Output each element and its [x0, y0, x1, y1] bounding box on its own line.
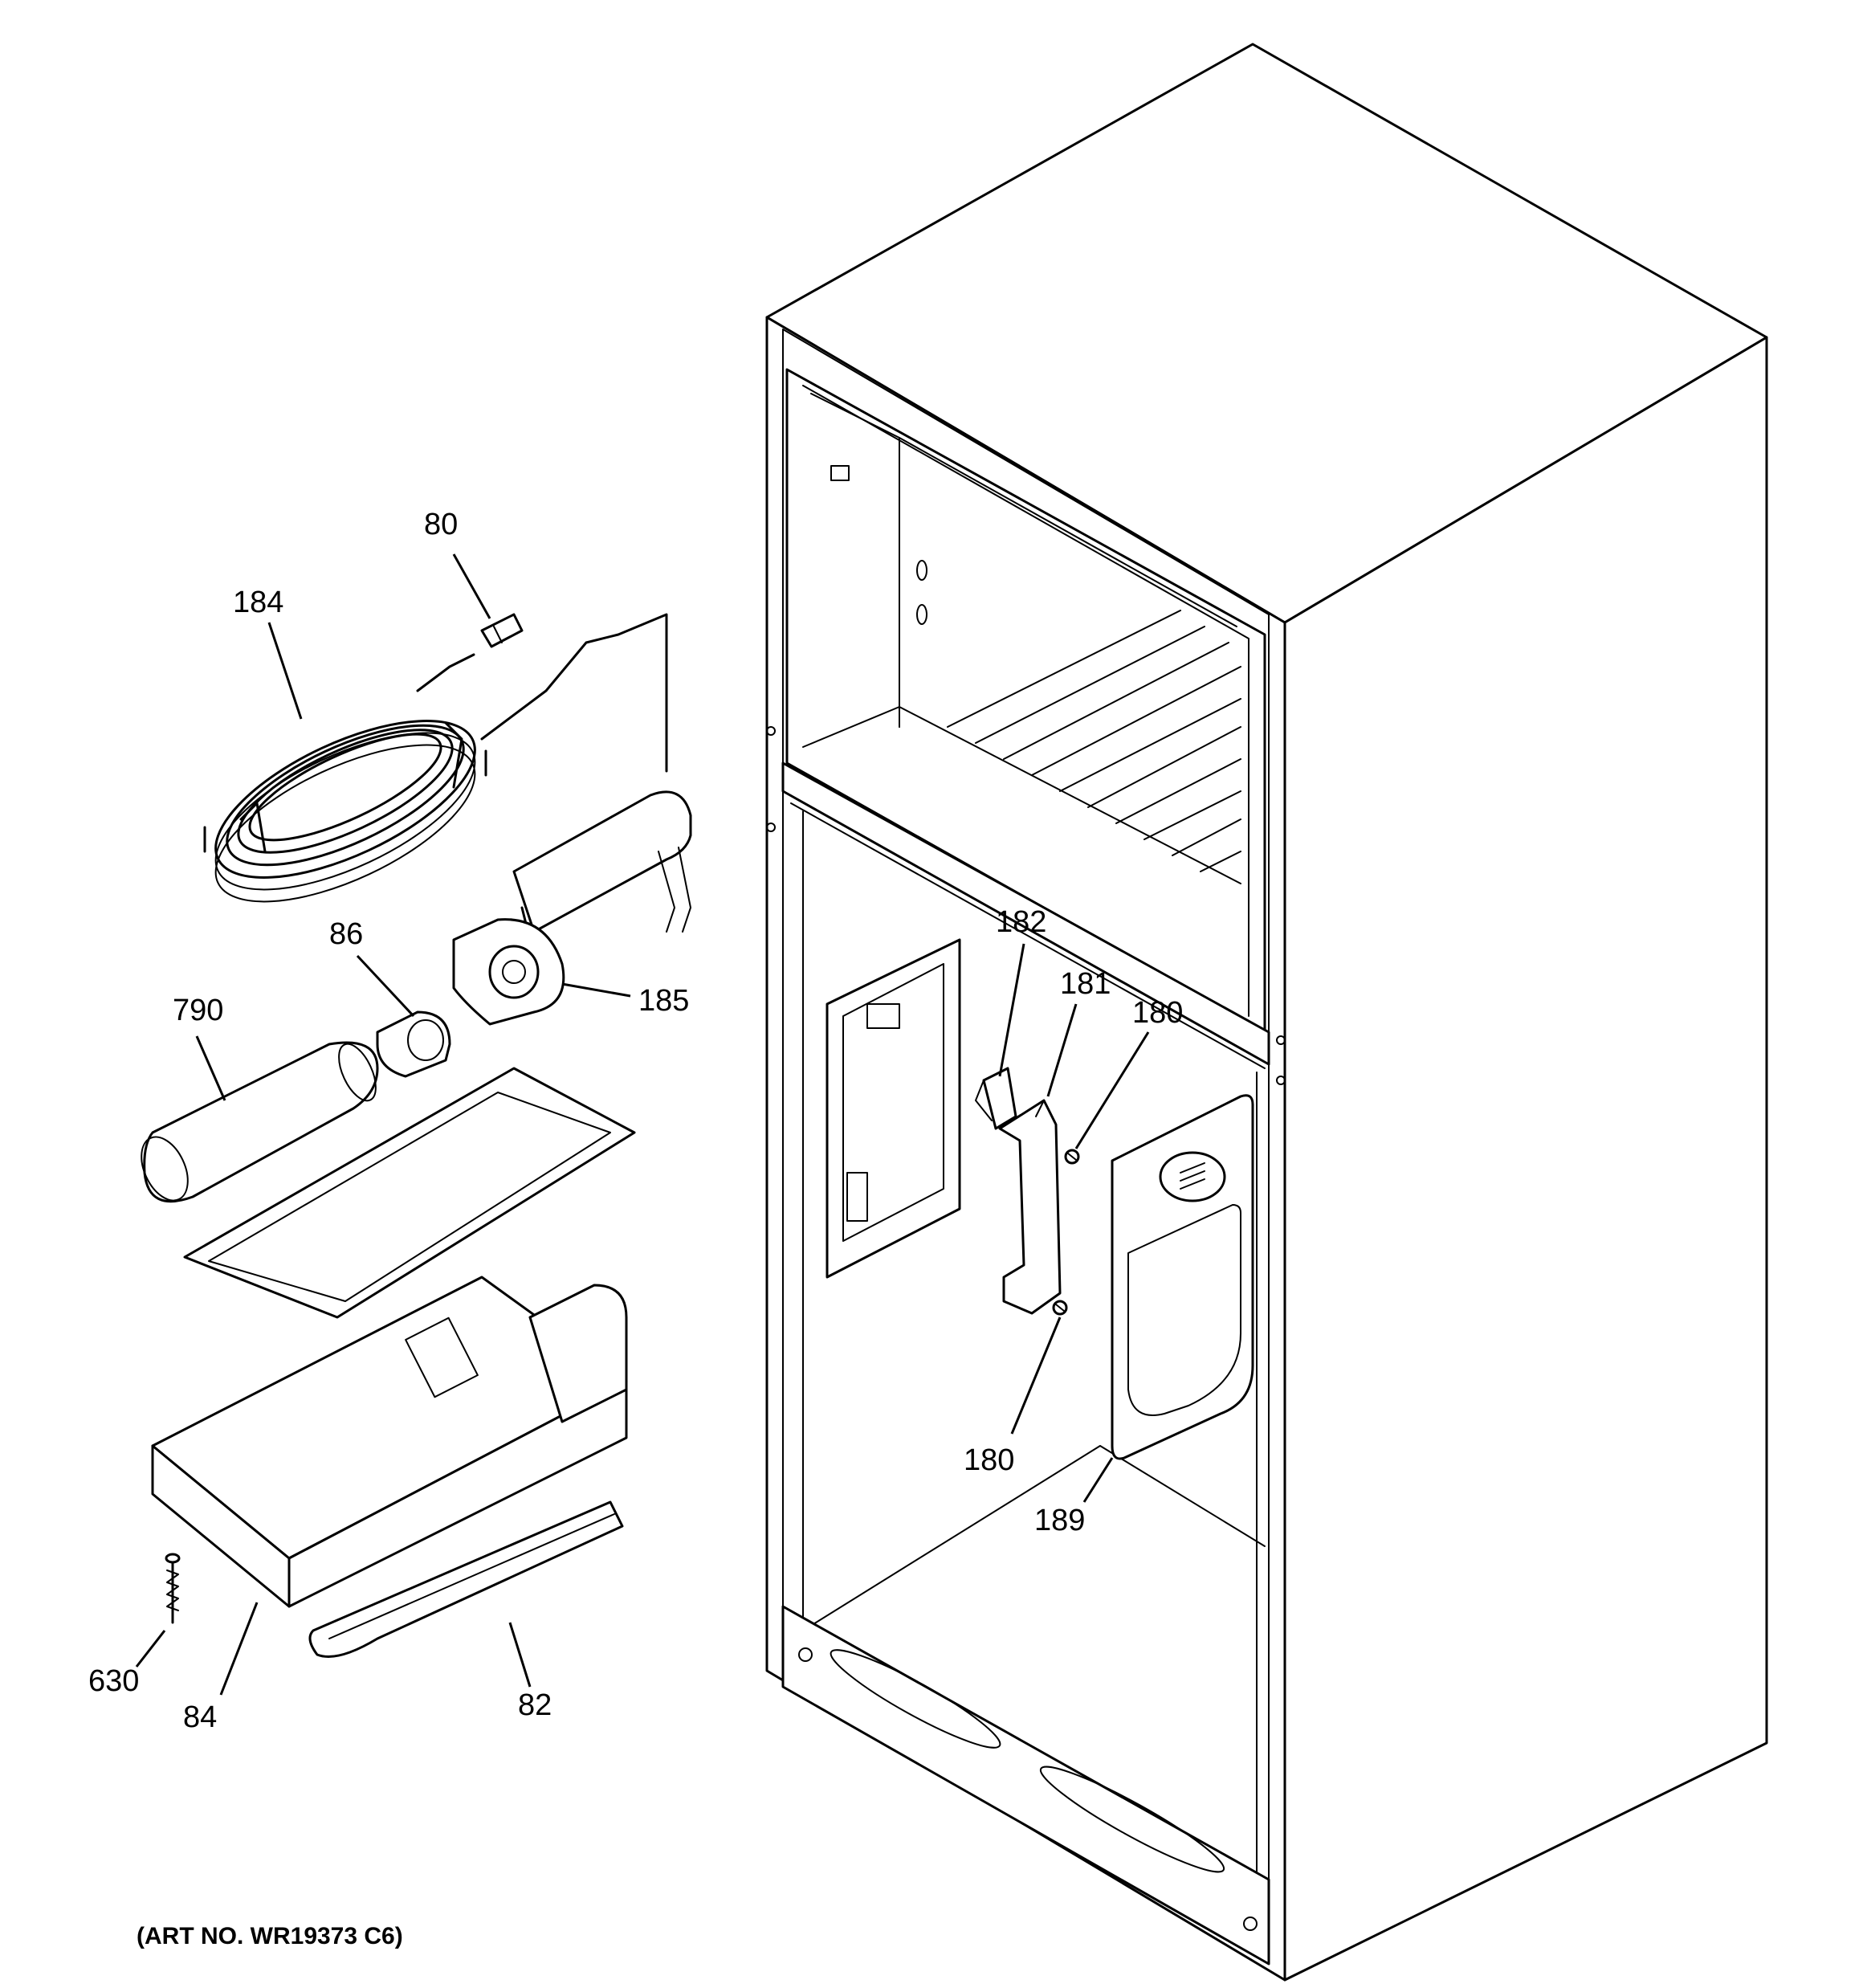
callout-leaders [135, 553, 1150, 1696]
part-184-water-tubing-coil [203, 613, 668, 903]
leveling-screw [798, 1647, 813, 1662]
callout-86: 86 [329, 917, 363, 951]
freezer-vent-slot [830, 465, 850, 481]
toe-kick-grille-opening [830, 1649, 1001, 1749]
callout-84: 84 [183, 1700, 217, 1734]
part-182-switch [975, 1067, 1017, 1130]
toe-kick-grille-opening [1039, 1766, 1225, 1873]
callout-181: 181 [1060, 967, 1111, 1001]
callout-630: 630 [88, 1664, 139, 1698]
callout-180-upper: 180 [1132, 996, 1183, 1030]
part-630-screw [165, 1553, 181, 1624]
part-790-water-filter-cartridge [141, 1041, 379, 1203]
freezer-floor-ribs [947, 610, 1241, 872]
callout-182: 182 [996, 905, 1046, 939]
art-number-label: (ART NO. WR19373 C6) [137, 1923, 403, 1949]
part-189-dispenser-cover [1111, 1094, 1254, 1460]
callout-790: 790 [173, 994, 223, 1027]
callout-80: 80 [424, 508, 458, 541]
part-82-trim-cover [308, 1500, 624, 1658]
freezer-mount-hole [916, 560, 927, 581]
part-80-tube-fitting [480, 613, 524, 648]
callout-184: 184 [233, 586, 283, 619]
part-84-dispenser-housing [151, 1276, 628, 1608]
dispenser-recess [1127, 1204, 1241, 1416]
part-180-screw-lower [1052, 1300, 1068, 1316]
refrigerator-cabinet [765, 43, 1768, 1982]
leveling-screw [1243, 1917, 1258, 1931]
callout-82: 82 [518, 1688, 552, 1722]
part-181-bracket [998, 1099, 1062, 1315]
callout-labels: 80 184 86 185 790 182 181 180 180 189 63… [88, 508, 1183, 1734]
callout-189: 189 [1034, 1504, 1085, 1537]
callout-185: 185 [638, 984, 689, 1018]
part-185-filter-housing [452, 790, 692, 1026]
dispenser-mount-bracket [826, 938, 961, 1279]
part-86-filter-bypass-cap [376, 1010, 451, 1078]
heater-plate [183, 1067, 636, 1319]
freezer-mount-hole [916, 604, 927, 625]
part-180-screw-upper [1064, 1149, 1080, 1165]
callout-180-lower: 180 [964, 1443, 1014, 1477]
